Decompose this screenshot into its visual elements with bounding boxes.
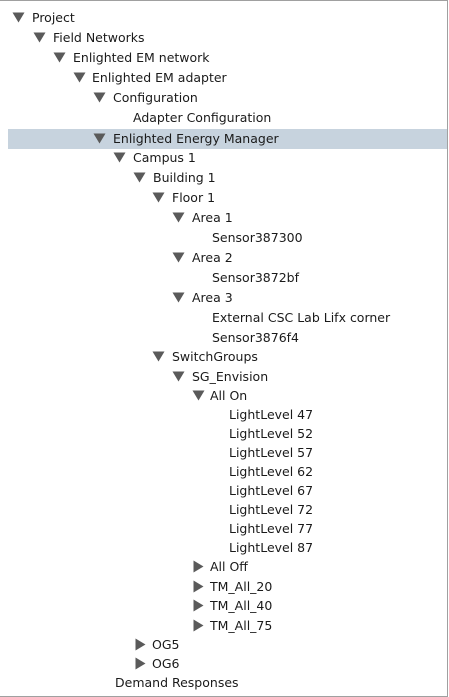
tree-node-enlighted-em-network[interactable]: Enlighted EM network [0,48,447,67]
tree-node-label: LightLevel 67 [229,483,314,498]
tree-node-label: Area 2 [192,250,233,265]
tree-node-lightlevel-67[interactable]: LightLevel 67 [0,481,447,500]
tree-node-label: Enlighted EM network [73,50,210,65]
tree-node-lightlevel-87[interactable]: LightLevel 87 [0,538,447,557]
tree-node-lightlevel-47[interactable]: LightLevel 47 [0,405,447,424]
tree-node-label: LightLevel 77 [229,521,314,536]
tree-node-label: All On [210,388,248,403]
tree-node-og5[interactable]: OG5 [0,635,447,654]
tree-node-label: Area 1 [192,210,233,225]
tree-node-label: TM_All_20 [210,579,273,594]
tree-node-lightlevel-77[interactable]: LightLevel 77 [0,519,447,538]
tree-node-sensor3876f4[interactable]: Sensor3876f4 [0,328,447,347]
tree-node-sg-envision[interactable]: SG_Envision [0,367,447,386]
triangle-down-icon[interactable] [73,71,86,84]
tree-node-building-1[interactable]: Building 1 [0,168,447,187]
selection-highlight [8,129,447,149]
tree-node-tm-all-20[interactable]: TM_All_20 [0,577,447,596]
tree-node-sensor3872bf[interactable]: Sensor3872bf [0,268,447,287]
triangle-down-icon[interactable] [152,350,165,363]
tree-node-label: Enlighted EM adapter [92,70,227,85]
tree-node-enlighted-em-adapter[interactable]: Enlighted EM adapter [0,68,447,87]
tree-node-label: Field Networks [53,30,145,45]
tree-node-label: Building 1 [153,170,216,185]
tree-node-label: Sensor3872bf [212,270,299,285]
tree-node-area-2[interactable]: Area 2 [0,248,447,267]
triangle-down-icon[interactable] [12,11,25,24]
tree-node-label: LightLevel 62 [229,464,314,479]
tree-node-label: OG5 [152,637,180,652]
triangle-right-icon[interactable] [192,599,205,612]
triangle-down-icon[interactable] [33,31,46,44]
triangle-down-icon[interactable] [113,151,126,164]
tree-node-label: Adapter Configuration [133,110,272,125]
triangle-right-icon[interactable] [134,638,147,651]
tree-node-label: LightLevel 57 [229,445,314,460]
tree-node-label: LightLevel 72 [229,502,314,517]
tree-node-area-3[interactable]: Area 3 [0,288,447,307]
triangle-right-icon[interactable] [192,619,205,632]
tree-node-label: All Off [210,559,248,574]
tree-node-label: TM_All_40 [210,598,273,613]
tree-node-label: Sensor387300 [212,230,303,245]
tree-node-area-1[interactable]: Area 1 [0,208,447,227]
tree-node-label: LightLevel 47 [229,407,314,422]
tree-node-label: SG_Envision [192,369,269,384]
tree-node-external-csc-lab-lifx-corner[interactable]: External CSC Lab Lifx corner [0,308,447,327]
triangle-down-icon[interactable] [172,251,185,264]
tree-node-adapter-configuration[interactable]: Adapter Configuration [0,108,447,127]
tree-node-lightlevel-72[interactable]: LightLevel 72 [0,500,447,519]
tree-node-label: Enlighted Energy Manager [113,131,279,146]
triangle-right-icon[interactable] [192,560,205,573]
tree-node-switchgroups[interactable]: SwitchGroups [0,347,447,366]
tree-node-label: TM_All_75 [210,618,273,633]
tree-node-label: LightLevel 87 [229,540,314,555]
triangle-down-icon[interactable] [192,389,205,402]
tree-node-label: Floor 1 [172,190,216,205]
tree-node-campus-1[interactable]: Campus 1 [0,148,447,167]
tree-node-label: Configuration [113,90,198,105]
tree-node-all-on[interactable]: All On [0,386,447,405]
tree-node-label: Campus 1 [133,150,196,165]
tree-node-lightlevel-62[interactable]: LightLevel 62 [0,462,447,481]
triangle-down-icon[interactable] [93,132,106,145]
tree-node-tm-all-40[interactable]: TM_All_40 [0,596,447,615]
tree-node-label: SwitchGroups [172,349,258,364]
triangle-down-icon[interactable] [172,211,185,224]
tree-node-demand-responses[interactable]: Demand Responses [0,673,447,692]
triangle-down-icon[interactable] [133,171,146,184]
tree-node-label: Sensor3876f4 [212,330,300,345]
tree-node-tm-all-75[interactable]: TM_All_75 [0,616,447,635]
triangle-right-icon[interactable] [134,657,147,670]
tree-node-label: Project [32,10,75,25]
triangle-down-icon[interactable] [172,291,185,304]
triangle-down-icon[interactable] [172,370,185,383]
tree-node-all-off[interactable]: All Off [0,557,447,576]
tree-node-og6[interactable]: OG6 [0,654,447,673]
tree-node-floor-1[interactable]: Floor 1 [0,188,447,207]
tree-node-label: Demand Responses [115,675,239,690]
tree-node-project[interactable]: Project [0,8,447,27]
triangle-down-icon[interactable] [53,51,66,64]
triangle-right-icon[interactable] [192,580,205,593]
tree-node-label: External CSC Lab Lifx corner [212,310,391,325]
tree-node-configuration[interactable]: Configuration [0,88,447,107]
tree-node-label: OG6 [152,656,180,671]
tree-node-label: LightLevel 52 [229,426,314,441]
tree-node-label: Area 3 [192,290,233,305]
tree-node-lightlevel-52[interactable]: LightLevel 52 [0,424,447,443]
tree-node-sensor387300[interactable]: Sensor387300 [0,228,447,247]
triangle-down-icon[interactable] [93,91,106,104]
tree-node-enlighted-energy-manager[interactable]: Enlighted Energy Manager [0,129,447,148]
tree-node-lightlevel-57[interactable]: LightLevel 57 [0,443,447,462]
tree-node-field-networks[interactable]: Field Networks [0,28,447,47]
triangle-down-icon[interactable] [152,191,165,204]
